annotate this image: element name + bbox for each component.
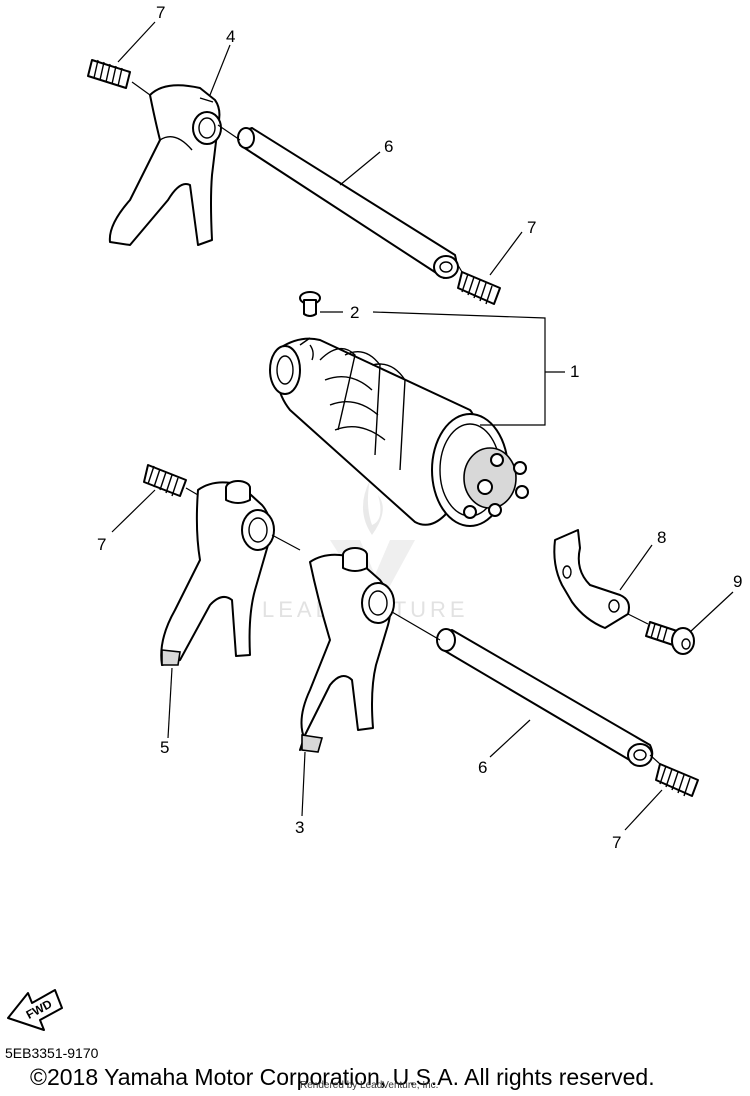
fwd-arrow-icon: FWD: [7, 989, 63, 1031]
callouts: 1 2 3 4 5 6 6 7 7 7 7 8 9: [97, 3, 742, 852]
callout-9: 9: [733, 572, 742, 591]
spring-7-left[interactable]: [143, 464, 187, 497]
callout-8: 8: [657, 528, 666, 547]
callout-1: 1: [570, 362, 579, 381]
spring-7-lower-right[interactable]: [655, 763, 699, 797]
shift-fork-3[interactable]: [299, 547, 395, 753]
bolt-9[interactable]: [645, 621, 695, 655]
shift-fork-5[interactable]: [160, 480, 275, 666]
stopper-plate-8[interactable]: [553, 529, 630, 629]
rendered-by-text: Rendered by LeadVenture, Inc.: [300, 1080, 439, 1091]
callout-6-upper: 6: [384, 137, 393, 156]
callout-5: 5: [160, 738, 169, 757]
callout-7-upper-right: 7: [527, 218, 536, 237]
leader-lines: [111, 21, 734, 831]
callout-7-lower-right: 7: [612, 833, 621, 852]
spring-7-top-left[interactable]: [87, 59, 131, 89]
callout-4: 4: [226, 27, 235, 46]
shift-drum-1[interactable]: [269, 337, 529, 527]
callout-2: 2: [350, 303, 359, 322]
callout-6-lower: 6: [478, 758, 487, 777]
callout-7-top: 7: [156, 3, 165, 22]
copyright-text: ©2018 Yamaha Motor Corporation, U.S.A. A…: [30, 1064, 655, 1090]
pin-2[interactable]: [299, 291, 321, 317]
guide-bar-lower[interactable]: [436, 628, 654, 767]
part-code: 5EB3351-9170: [5, 1045, 99, 1061]
callout-7-left: 7: [97, 535, 106, 554]
assembly-lines: [131, 81, 661, 765]
spring-7-upper-right[interactable]: [457, 271, 501, 305]
guide-bar-upper[interactable]: [237, 127, 459, 279]
callout-3: 3: [295, 818, 304, 837]
shift-fork-4[interactable]: [108, 84, 222, 246]
